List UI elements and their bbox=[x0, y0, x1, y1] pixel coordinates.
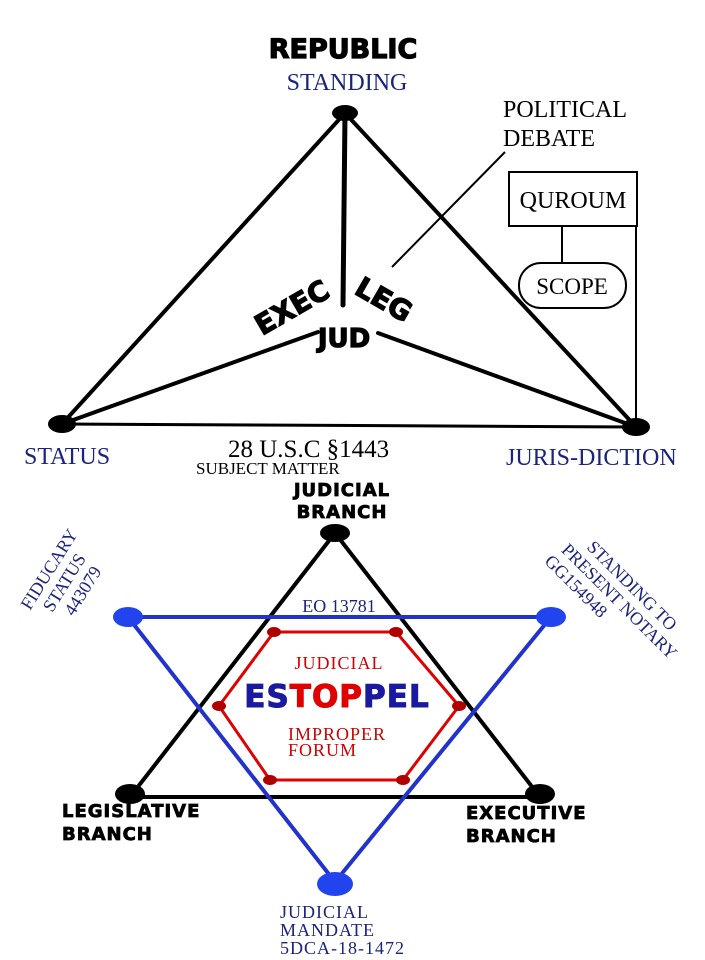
forum-label: FORUM bbox=[288, 740, 357, 760]
legislative-branch-label-1: LEGISLATIVE bbox=[62, 801, 200, 822]
jud-label: JUD bbox=[316, 324, 370, 354]
top-tetrahedron bbox=[60, 110, 638, 429]
quorum-box bbox=[508, 171, 638, 227]
node-standing-notary bbox=[536, 607, 566, 627]
judicial-branch-label-2: BRANCH bbox=[297, 502, 388, 523]
estoppel-letter-e: E bbox=[244, 679, 266, 715]
edge-apex-left bbox=[60, 111, 347, 426]
node-executive-branch bbox=[525, 784, 555, 804]
judicial-branch-label-1: JUDICIAL bbox=[292, 480, 390, 501]
legislative-branch-label-2: BRANCH bbox=[62, 824, 153, 845]
hexagon-nodes bbox=[212, 627, 466, 785]
edge-left-center bbox=[60, 330, 320, 426]
estoppel-letter-e2: E bbox=[387, 679, 409, 715]
quroum-label: QUROUM bbox=[520, 188, 627, 214]
estoppel-letter-l: L bbox=[409, 679, 430, 715]
debate-label: DEBATE bbox=[503, 126, 595, 152]
node-judicial-branch bbox=[320, 524, 350, 542]
blue-mandate-triangle bbox=[126, 615, 553, 884]
eo-label: EO 13781 bbox=[302, 596, 376, 616]
improper-label: IMPROPER bbox=[288, 724, 386, 744]
edge-left-right bbox=[60, 422, 638, 429]
node-fiducary-status bbox=[113, 607, 143, 627]
judicial-estoppel-label: JUDICIAL bbox=[295, 653, 384, 673]
mandate-line-1: JUDICIAL bbox=[280, 902, 369, 922]
standing-notary-label: STANDING TO PRESENT NOTARY GG154948 bbox=[541, 537, 682, 663]
mandate-line-2: MANDATE bbox=[280, 920, 375, 940]
estoppel-letter-p2: P bbox=[363, 679, 387, 715]
executive-branch-label-1: EXECUTIVE bbox=[466, 803, 587, 824]
hex-node-bottom-left bbox=[263, 775, 277, 785]
jurisdiction-label: JURIS-DICTION bbox=[506, 445, 677, 471]
republic-label: REPUBLIC bbox=[269, 34, 418, 65]
fiducary-status-label: FIDUCARY STATUS 443079 bbox=[16, 525, 105, 619]
node-legislative-branch bbox=[115, 784, 145, 804]
hex-node-right bbox=[452, 701, 466, 711]
estoppel-letter-o: O bbox=[312, 679, 339, 715]
node-republic bbox=[332, 105, 358, 121]
node-judicial-mandate bbox=[317, 872, 353, 896]
estoppel-letter-t: T bbox=[290, 679, 312, 715]
edge-apex-right bbox=[343, 111, 638, 429]
node-status bbox=[48, 415, 76, 433]
edge-right-center bbox=[376, 331, 638, 429]
estoppel-word: ESTOPPEL bbox=[244, 679, 429, 715]
estoppel-letter-p1: P bbox=[339, 679, 363, 715]
mandate-line-3: 5DCA-18-1472 bbox=[280, 938, 405, 958]
executive-branch-label-2: BRANCH bbox=[466, 826, 557, 847]
leg-label: LEG bbox=[350, 270, 418, 329]
scope-label: SCOPE bbox=[536, 274, 608, 299]
scope-box bbox=[518, 262, 627, 309]
usc-label: 28 U.S.C §1443 bbox=[228, 436, 389, 463]
estoppel-letter-s: S bbox=[266, 679, 289, 715]
edge-apex-center bbox=[340, 110, 348, 308]
political-debate-pointer bbox=[391, 151, 506, 268]
political-label: POLITICAL bbox=[503, 97, 627, 123]
hex-node-bottom-right bbox=[396, 775, 410, 785]
status-label: STATUS bbox=[24, 444, 110, 470]
black-branch-triangle bbox=[128, 531, 542, 799]
subject-matter-label: SUBJECT MATTER bbox=[196, 459, 340, 478]
hex-node-top-right bbox=[389, 627, 403, 637]
standing-label: STANDING bbox=[287, 70, 408, 96]
hex-node-top-left bbox=[267, 627, 281, 637]
hex-node-left bbox=[212, 701, 226, 711]
